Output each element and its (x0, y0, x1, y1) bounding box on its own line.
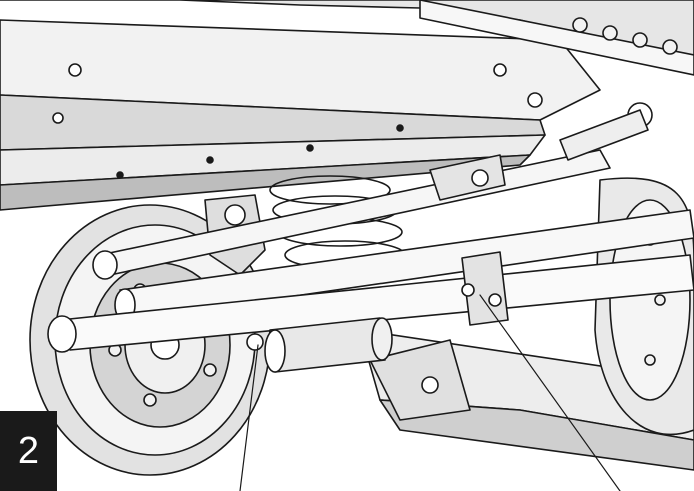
lower-control-arm (359, 329, 694, 471)
tie-rod (92, 102, 653, 280)
step-number-label: 2 (17, 429, 40, 472)
callout-leader-lines (239, 294, 621, 491)
damper-clamp (461, 251, 509, 326)
step-number-badge: 2 (0, 411, 57, 491)
track-bar (114, 209, 694, 322)
steering-damper (47, 254, 694, 373)
upper-link-bolts (419, 0, 694, 76)
frame-rail (0, 0, 694, 211)
